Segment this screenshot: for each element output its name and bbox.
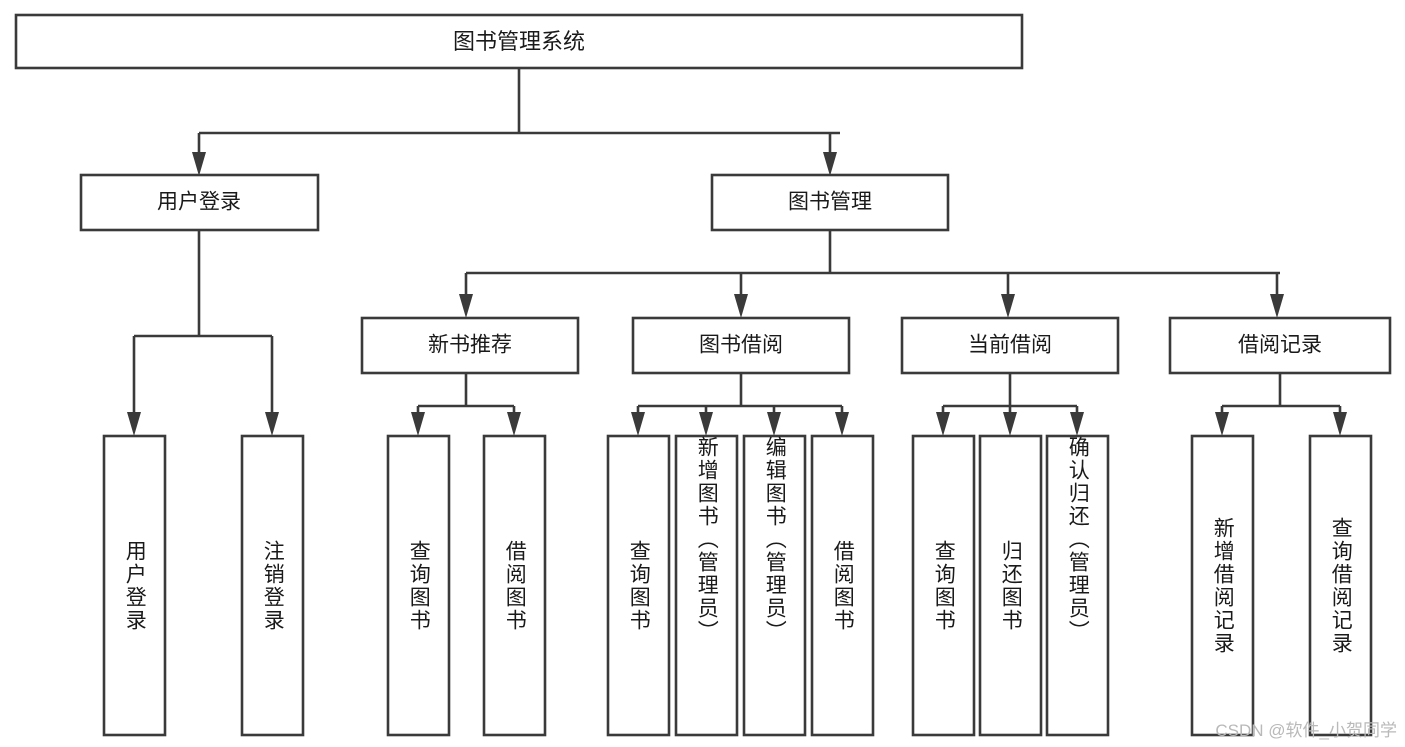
leaf-box-current-borrow-0[interactable] xyxy=(911,434,976,737)
leaf-box-book-borrow-2[interactable] xyxy=(742,434,807,737)
node-book-management-rect[interactable] xyxy=(710,173,950,232)
connector-group-book-borrow-to-leaves xyxy=(631,373,849,436)
node-current-borrow[interactable]: 当前借阅 xyxy=(900,316,1120,375)
node-book-borrow-rect[interactable] xyxy=(631,316,851,375)
node-new-book-recommend-rect[interactable] xyxy=(360,316,580,375)
arrow-head-current-borrow-leaf-1 xyxy=(1003,412,1017,436)
connector-group-new-book-to-leaves xyxy=(411,373,521,436)
leaf-box-new-book-1[interactable] xyxy=(482,434,547,737)
arrow-head-book-borrow-leaf-3 xyxy=(835,412,849,436)
leaf-box-borrow-record-0[interactable] xyxy=(1190,434,1255,737)
node-borrow-record-rect[interactable] xyxy=(1168,316,1392,375)
arrow-head-user-login xyxy=(192,152,206,176)
node-book-borrow-label: 图书借阅 xyxy=(699,334,783,357)
arrow-head-borrow-record-leaf-0 xyxy=(1215,412,1229,436)
node-user-login-rect[interactable] xyxy=(79,173,320,232)
arrow-head-current-borrow-leaf-2 xyxy=(1070,412,1084,436)
arrow-head-current-borrow xyxy=(1001,294,1015,318)
connector-group-current-borrow-to-leaves xyxy=(936,373,1084,436)
csdn-watermark: CSDN @软件_小贺同学 xyxy=(1215,721,1397,740)
arrow-head-book-borrow-leaf-1 xyxy=(699,412,713,436)
node-borrow-record-label: 借阅记录 xyxy=(1238,334,1322,357)
connector-group-root-to-level1 xyxy=(192,68,840,176)
leaf-box-current-borrow-2[interactable] xyxy=(1045,434,1110,737)
node-borrow-record[interactable]: 借阅记录 xyxy=(1168,316,1392,375)
leaf-box-user-login-0[interactable] xyxy=(102,434,167,737)
leaf-box-borrow-record-1[interactable] xyxy=(1308,434,1373,737)
arrow-head-borrow-record-leaf-1 xyxy=(1333,412,1347,436)
connector-group-user-login-to-leaves xyxy=(127,230,279,436)
arrow-head-book-borrow-leaf-2 xyxy=(767,412,781,436)
leaf-group-new-book-recommend xyxy=(386,434,547,737)
arrow-head-new-book xyxy=(459,294,473,318)
node-user-login-label: 用户登录 xyxy=(157,191,241,214)
arrow-head-new-book-leaf-0 xyxy=(411,412,425,436)
arrow-head-borrow-record xyxy=(1270,294,1284,318)
node-root-book-management-system[interactable]: 图书管理系统 xyxy=(14,13,1024,70)
node-root-rect[interactable] xyxy=(14,13,1024,70)
connector-group-borrow-record-to-leaves xyxy=(1215,373,1347,436)
node-new-book-recommend[interactable]: 新书推荐 xyxy=(360,316,580,375)
leaf-box-user-login-1[interactable] xyxy=(240,434,305,737)
leaf-box-current-borrow-1[interactable] xyxy=(978,434,1043,737)
node-user-login[interactable]: 用户登录 xyxy=(79,173,320,232)
leaf-group-borrow-record xyxy=(1190,434,1373,737)
arrow-head-current-borrow-leaf-0 xyxy=(936,412,950,436)
leaf-group-user-login xyxy=(102,434,305,737)
connector-group-book-manage-to-level2 xyxy=(459,230,1284,318)
node-new-book-recommend-label: 新书推荐 xyxy=(428,334,512,357)
arrow-head-new-book-leaf-1 xyxy=(507,412,521,436)
leaf-group-book-borrow xyxy=(606,434,875,737)
leaf-box-new-book-0[interactable] xyxy=(386,434,451,737)
node-book-management-label: 图书管理 xyxy=(788,191,872,214)
arrow-head-book-borrow-leaf-0 xyxy=(631,412,645,436)
node-current-borrow-label: 当前借阅 xyxy=(968,334,1052,357)
leaf-box-book-borrow-3[interactable] xyxy=(810,434,875,737)
arrow-head-user-login-leaf-0 xyxy=(127,412,141,436)
leaf-box-book-borrow-0[interactable] xyxy=(606,434,671,737)
arrow-head-book-borrow xyxy=(734,294,748,318)
leaf-group-current-borrow xyxy=(911,434,1110,737)
node-book-borrow[interactable]: 图书借阅 xyxy=(631,316,851,375)
arrow-head-user-login-leaf-1 xyxy=(265,412,279,436)
node-root-label: 图书管理系统 xyxy=(453,29,585,54)
node-current-borrow-rect[interactable] xyxy=(900,316,1120,375)
arrow-head-book-manage xyxy=(823,152,837,176)
node-book-management[interactable]: 图书管理 xyxy=(710,173,950,232)
leaf-box-book-borrow-1[interactable] xyxy=(674,434,739,737)
